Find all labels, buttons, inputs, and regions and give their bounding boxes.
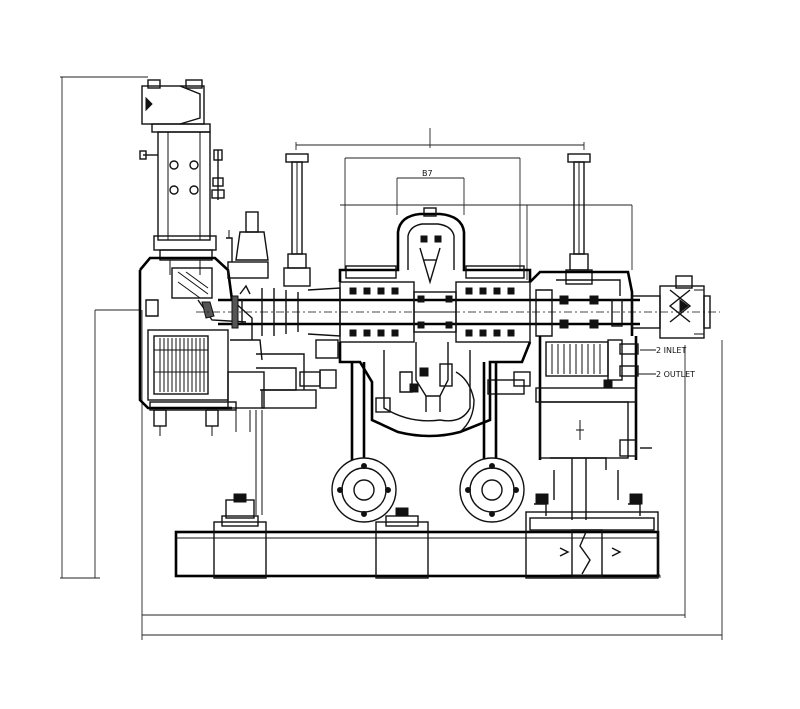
impeller-seals-right [465, 287, 515, 337]
outlet-callout: 2 OUTLET [656, 370, 695, 379]
inlet-callout: 2 INLET [656, 346, 686, 355]
right-coupling [631, 275, 711, 339]
baseplate [174, 493, 660, 579]
right-bearing-housing [529, 270, 652, 520]
lower-casing-volute [338, 341, 532, 438]
right-valve-stem [565, 153, 593, 285]
dimension-label: B7 [422, 169, 433, 178]
left-valve-actuator [139, 79, 225, 275]
main-rotor-shaft [196, 281, 720, 343]
coil-pack [159, 338, 205, 392]
left-seal-assembly [171, 211, 339, 515]
support-legs [331, 362, 525, 523]
gear-teeth [551, 344, 601, 374]
callouts: 2 INLET 2 OUTLET [636, 346, 695, 379]
upper-dimension-lines [295, 128, 633, 280]
upper-casing [338, 207, 532, 285]
impeller-seals-left [349, 287, 399, 337]
left-suction-housing [138, 256, 253, 436]
left-valve-stem [283, 153, 311, 287]
outer-dimension-lines [60, 76, 723, 640]
